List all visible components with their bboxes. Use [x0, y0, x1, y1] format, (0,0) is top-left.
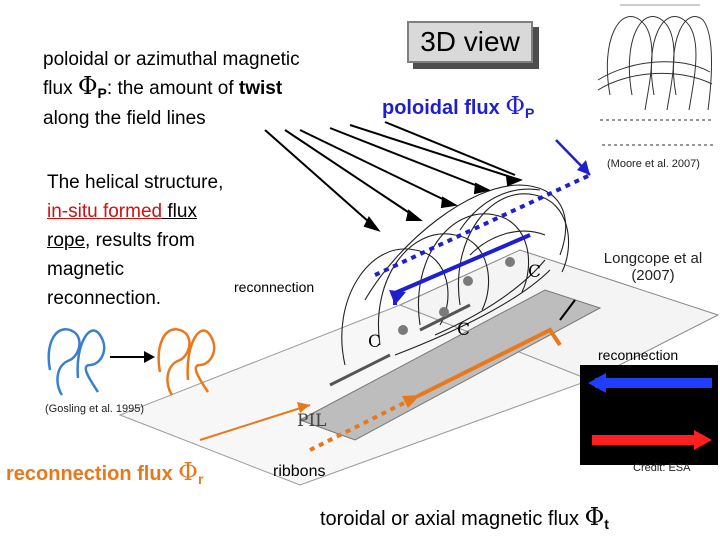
pil-plane: [118, 249, 720, 486]
pil-label: PIL: [297, 411, 327, 431]
in-situ-formed: in-situ formed: [47, 201, 163, 222]
poloidal-line3: along the field lines: [43, 108, 206, 129]
pointer-arrows: [264, 121, 576, 321]
helical-line5: reconnection.: [47, 288, 162, 309]
toroidal-flux-label: toroidal or axial magnetic flux Φt: [320, 503, 609, 532]
toroidal-flux-text: toroidal or axial magnetic flux: [320, 508, 585, 530]
reconnection-flux-text: reconnection flux: [6, 463, 179, 485]
reconnection-label-center: reconnection: [234, 279, 315, 295]
poloidal-flux-text: poloidal flux: [382, 97, 506, 119]
moore-credit: (Moore et al. 2007): [607, 158, 700, 170]
title-3d-view: 3D view: [407, 21, 533, 63]
poloidal-line2: flux ΦP: the amount of twist: [43, 73, 300, 106]
c-label-1: C: [528, 262, 542, 282]
twist-word: twist: [238, 78, 283, 99]
c-label-3: C: [368, 332, 382, 352]
poloidal-line1: poloidal or azimuthal magnetic: [43, 49, 300, 70]
poloidal-flux-axis: [374, 139, 591, 305]
reconnection-flux-axis: [199, 327, 562, 452]
ribbons-label: ribbons: [273, 463, 326, 480]
phi-symbol: Φ: [77, 72, 98, 100]
esa-credit: Credit: ESA: [633, 462, 691, 474]
helical-line4: magnetic: [47, 259, 125, 280]
gosling-loops: [47, 327, 216, 396]
poloidal-description: poloidal or azimuthal magnetic flux ΦP: …: [43, 47, 300, 132]
phi-subscript: P: [97, 85, 107, 101]
c-label-2: C: [457, 320, 471, 340]
reconnection-flux-label: reconnection flux Φr: [6, 458, 203, 487]
rope-word: rope: [47, 230, 86, 251]
esa-image: [580, 365, 718, 465]
poloidal-flux-sub: P: [525, 105, 535, 121]
gosling-credit: (Gosling et al. 1995): [45, 403, 145, 415]
moore-flux-rope-sketch: [597, 4, 715, 146]
toroidal-flux-sub: t: [604, 516, 609, 532]
poloidal-line2-pre: flux: [43, 78, 78, 99]
poloidal-flux-phi: Φ: [505, 92, 526, 120]
reconnection-label-right: reconnection: [598, 347, 679, 363]
helical-line2: in-situ formed flux: [47, 197, 223, 226]
helical-line2-rest: flux: [162, 201, 197, 222]
longcope-credit: Longcope et al (2007): [603, 250, 703, 284]
reconnection-points: [398, 257, 515, 335]
helical-line1: The helical structure,: [47, 172, 224, 193]
helical-description: The helical structure, in-situ formed fl…: [47, 168, 223, 313]
poloidal-line2-mid: : the amount of: [106, 78, 239, 99]
poloidal-flux-label: poloidal flux ΦP: [382, 92, 534, 121]
field-line-arcades: [341, 184, 570, 366]
gray-field-arrows: [329, 303, 471, 387]
helical-line3-rest: , results from: [85, 230, 195, 251]
reconnection-flux-sub: r: [197, 471, 204, 487]
helical-line3: rope, results from: [47, 226, 223, 255]
toroidal-flux-phi: Φ: [584, 503, 605, 531]
reconnection-flux-phi: Φ: [178, 458, 198, 486]
